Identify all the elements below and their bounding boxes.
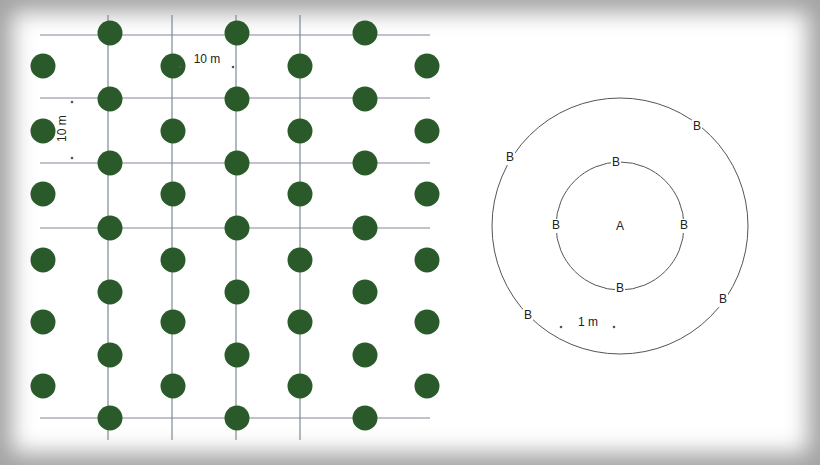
tree-dot (31, 310, 56, 335)
dimension-label: 10 m (194, 53, 221, 66)
tree-dot (98, 87, 123, 112)
tree-dot (225, 21, 250, 46)
point-label: B (718, 293, 728, 306)
tree-dot (161, 119, 186, 144)
tree-dot (31, 119, 56, 144)
tree-dot (225, 87, 250, 112)
tree-dot (225, 151, 250, 176)
point-label: B (523, 309, 533, 322)
tree-dot (353, 21, 378, 46)
tree-dot (98, 151, 123, 176)
tree-dot (288, 310, 313, 335)
tree-dot (288, 54, 313, 79)
point-label: B (505, 151, 515, 164)
point-label: B (692, 120, 702, 133)
tree-dot (415, 248, 440, 273)
grid-lines (40, 15, 430, 440)
tree-dot (353, 87, 378, 112)
tree-dot (353, 343, 378, 368)
point-label: B (551, 219, 561, 232)
tree-dot (353, 406, 378, 431)
tree-dots (31, 21, 440, 431)
tree-dot (225, 343, 250, 368)
tree-dot (31, 248, 56, 273)
tree-dot (288, 374, 313, 399)
tree-dot (415, 310, 440, 335)
point-label: B (611, 156, 621, 169)
tree-dot (415, 374, 440, 399)
dimension-label: 10 m (55, 116, 68, 143)
tree-dot (415, 119, 440, 144)
tree-dot (225, 406, 250, 431)
tree-dot (288, 248, 313, 273)
tree-dot (353, 151, 378, 176)
plot-circles (492, 98, 748, 354)
tree-dot (98, 216, 123, 241)
point-label: B (615, 282, 625, 295)
tree-dot (98, 343, 123, 368)
tree-dot (288, 182, 313, 207)
tree-dot (353, 280, 378, 305)
tree-dot (161, 54, 186, 79)
tree-dot (98, 21, 123, 46)
tree-dot (161, 374, 186, 399)
point-label: B (679, 219, 689, 232)
dimension-label: 1 m (578, 316, 598, 329)
tree-dot (31, 182, 56, 207)
center-label: A (616, 220, 624, 233)
tree-dot (161, 248, 186, 273)
tree-dot (288, 119, 313, 144)
tree-dot (415, 54, 440, 79)
tree-dot (415, 182, 440, 207)
tree-dot (353, 216, 378, 241)
dimension-ticks (71, 66, 616, 329)
tree-dot (225, 216, 250, 241)
tree-dot (161, 182, 186, 207)
tree-dot (161, 310, 186, 335)
tree-dot (98, 280, 123, 305)
tree-dot (31, 374, 56, 399)
tree-dot (225, 280, 250, 305)
tree-dot (31, 54, 56, 79)
tree-dot (98, 406, 123, 431)
